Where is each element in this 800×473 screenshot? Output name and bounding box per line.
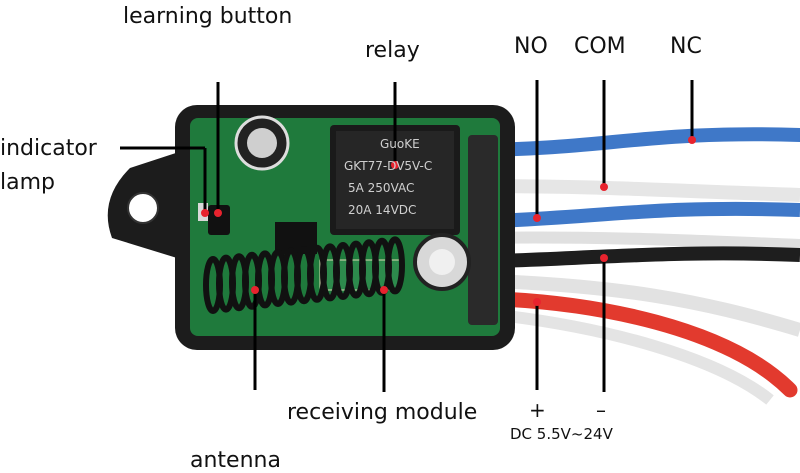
relay-model: GKT77-DV5V-C [344,159,433,173]
wire-blue-nc [463,127,800,157]
chip [275,222,317,254]
marker-plus [533,298,541,306]
wire-white-lower [469,273,800,337]
label-relay: relay [365,38,420,63]
markers [201,136,696,306]
wire-red-positive [462,290,798,398]
wire-black-negative [469,246,800,269]
marker-relay [391,161,399,169]
marker-receiving-module [380,286,388,294]
terminal-block [468,135,498,325]
marker-nc [688,136,696,144]
capacitor-bottom-cap [429,249,455,275]
wire-white-extra [469,231,800,251]
label-plus: + [529,398,546,422]
wire-white-bottom [469,306,774,405]
marker-no [533,214,541,222]
relay-rating-dc: 20A 14VDC [348,203,417,217]
capacitor-top-cap [247,128,277,158]
learning-button-switch [208,205,230,235]
marker-com [600,183,608,191]
wires [462,127,800,405]
marker-learning-button [214,209,222,217]
label-minus: – [596,398,606,422]
label-indicator-line1: indicator [0,136,97,161]
label-antenna: antenna [190,448,281,473]
label-indicator-line2: lamp [0,170,55,195]
wire-white-com [469,179,800,202]
antenna-coil [203,236,405,314]
antenna-coil-turn [385,236,405,295]
relay-brand: GuoKE [380,137,420,151]
relay-rating-ac: 5A 250VAC [348,181,415,195]
label-com: COM [574,34,626,59]
marker-minus [600,254,608,262]
label-learning-button: learning button [123,4,293,29]
marker-antenna [251,286,259,294]
mounting-hole [127,192,159,224]
marker-indicator [201,209,209,217]
pointer-lines [120,80,694,392]
label-dc-range: DC 5.5V~24V [510,425,613,443]
label-nc: NC [670,34,702,59]
label-receiving-module: receiving module [287,400,478,425]
label-no: NO [514,34,548,59]
wire-blue-no [469,201,800,229]
